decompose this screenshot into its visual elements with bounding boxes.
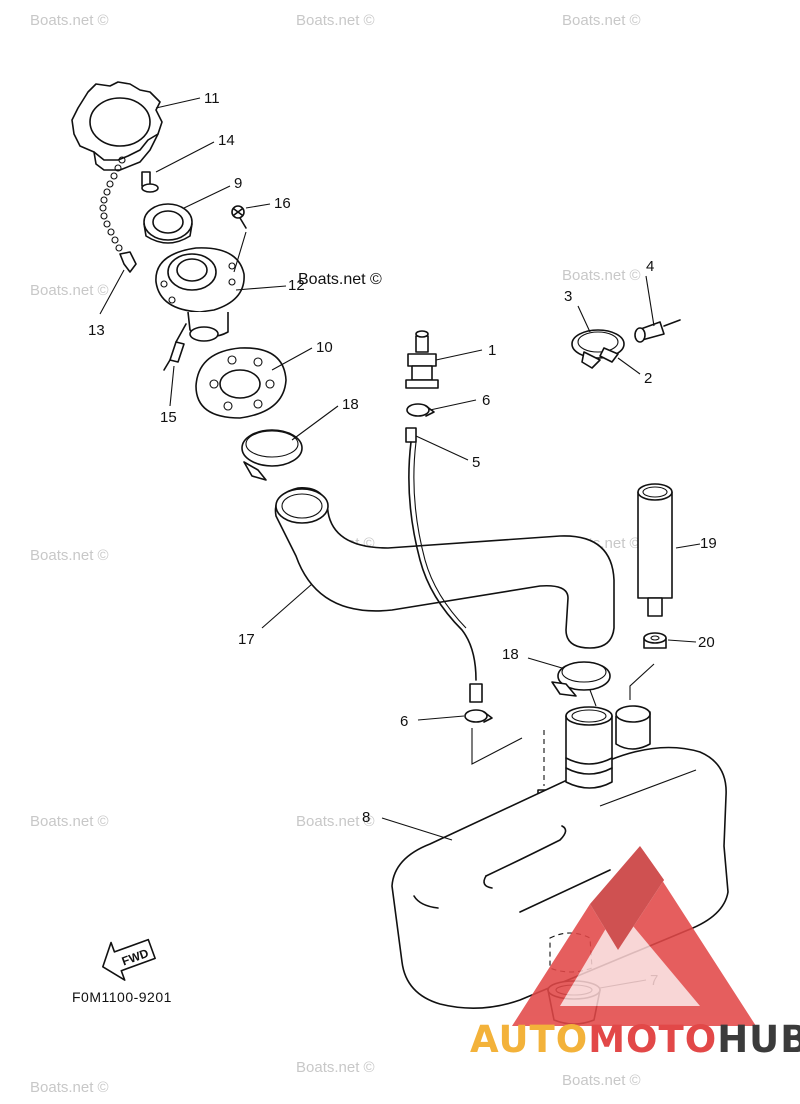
callout-labels: 11 14 9 16 12 13 15 10 18 1 6 5 3 4 2 19… [88,90,717,989]
part-12-filler-neck [155,247,245,342]
callout-6-lower: 6 [400,713,408,730]
callout-14: 14 [218,132,235,149]
watermark-text: Boats.net © [296,12,375,29]
leader-line [629,663,655,700]
part-15-vent-nipple [163,323,187,371]
part-14-screw [141,171,159,193]
watermark-text: Boats.net © [296,813,375,830]
part-17-filler-hose [274,487,615,649]
callout-1: 1 [488,342,496,359]
callout-12: 12 [288,277,305,294]
brand-part-hub: HUB [717,1018,800,1061]
callout-17: 17 [238,631,255,648]
figure-code: F0M1100-9201 [72,989,172,1005]
watermark-text: Boats.net © [30,1079,109,1096]
part-20-grommet [643,632,667,649]
leader-line [471,728,523,765]
part-1-fitting [405,330,439,389]
part-11-filler-cap [71,81,163,171]
brand-part-auto: AUTO [470,1018,589,1061]
watermark-text: Boats.net © [562,267,641,284]
tank-vent-boss [615,705,651,750]
watermark-text: Boats.net © [30,547,109,564]
callout-2: 2 [644,370,652,387]
part-5-fuel-line [405,427,483,703]
callout-3: 3 [564,288,572,305]
brand-part-moto: MOTO [588,1018,718,1061]
callout-18: 18 [342,396,359,413]
brand-logo-icon [512,846,756,1026]
part-16-screw [231,205,247,229]
callout-9: 9 [234,175,242,192]
callout-18-lower: 18 [502,646,519,663]
callout-20: 20 [698,634,715,651]
part-9-gasket [143,203,193,244]
callout-10: 10 [316,339,333,356]
callout-19: 19 [700,535,717,552]
watermark-text-dark: Boats.net © [298,271,382,288]
watermark-text: Boats.net © [562,1072,641,1089]
part-18-hose-clamp-lower [551,661,611,697]
watermark-text: Boats.net © [30,813,109,830]
fwd-arrow-icon: FWD [102,938,156,981]
part-4-screw [634,319,681,343]
callout-4: 4 [646,258,654,275]
callout-8: 8 [362,809,370,826]
callout-16: 16 [274,195,291,212]
callout-11: 11 [204,90,220,107]
part-18-hose-clamp [241,429,303,481]
part-6-clip [406,403,435,417]
part-19-tube [637,483,673,617]
callout-15: 15 [160,409,177,426]
brand-wordmark: AUTOMOTOHUB [470,1018,800,1061]
callout-5: 5 [472,454,480,471]
watermark-text: Boats.net © [30,12,109,29]
watermark-text: Boats.net © [296,1059,375,1076]
tank-fill-neck [565,706,613,789]
part-6-clip-lower [464,709,493,723]
part-3-strap-clamp [571,329,625,369]
part-13-chain [99,156,137,273]
callout-13: 13 [88,322,105,339]
callout-6: 6 [482,392,490,409]
watermark-text: Boats.net © [562,12,641,29]
leader-line [589,689,597,707]
watermark-text: Boats.net © [30,282,109,299]
part-10-gasket [195,347,287,419]
